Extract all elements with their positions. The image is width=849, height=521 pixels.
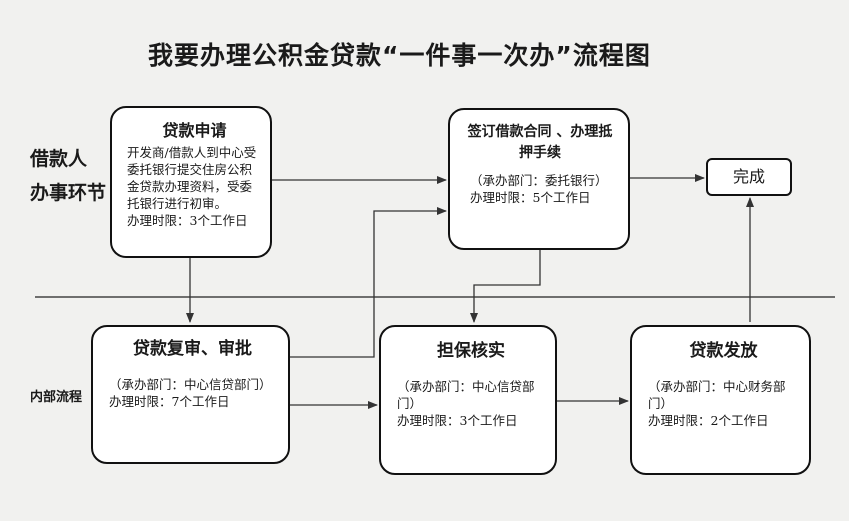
node-loan-apply-body: 开发商/借款人到中心受委托银行提交住房公积金贷款办理资料，受委托银行进行初审。 … bbox=[127, 145, 257, 228]
lane-label-internal: 内部流程 bbox=[30, 390, 83, 405]
node-disburse-body: （承办部门：中心财务部门） 办理时限：2个工作日 bbox=[648, 379, 786, 428]
node-sign-contract-title: 签订借款合同 、办理抵押手续 bbox=[467, 124, 613, 161]
node-loan-apply-title: 贷款申请 bbox=[162, 121, 227, 140]
node-review: 贷款复审、审批 （承办部门：中心信贷部门） 办理时限：7个工作日 bbox=[91, 325, 290, 464]
lane-label-borrower: 借款人 bbox=[30, 148, 88, 170]
node-sign-contract: 签订借款合同 、办理抵押手续 （承办部门：委托银行） 办理时限：5个工作日 bbox=[448, 108, 630, 250]
node-complete: 完成 bbox=[706, 158, 792, 196]
node-guarantee-title: 担保核实 bbox=[437, 341, 505, 361]
lane-label-borrower-steps: 办事环节 bbox=[30, 182, 107, 204]
node-review-body: （承办部门：中心信贷部门） 办理时限：7个工作日 bbox=[109, 377, 272, 409]
node-review-title: 贷款复审、审批 bbox=[133, 339, 252, 359]
node-disburse-title: 贷款发放 bbox=[689, 341, 758, 361]
node-guarantee: 担保核实 （承办部门：中心信贷部门） 办理时限：3个工作日 bbox=[379, 325, 557, 475]
node-guarantee-body: （承办部门：中心信贷部门） 办理时限：3个工作日 bbox=[397, 379, 535, 428]
arrow-contract-to-guarantee bbox=[470, 250, 541, 323]
node-loan-apply: 贷款申请 开发商/借款人到中心受委托银行提交住房公积金贷款办理资料，受委托银行进… bbox=[110, 106, 272, 258]
node-disburse: 贷款发放 （承办部门：中心财务部门） 办理时限：2个工作日 bbox=[630, 325, 811, 475]
page-title: 我要办理公积金贷款“一件事一次办”流程图 bbox=[148, 41, 651, 70]
node-sign-contract-body: （承办部门：委托银行） 办理时限：5个工作日 bbox=[470, 173, 608, 205]
arrow-review-to-contract bbox=[290, 207, 447, 358]
